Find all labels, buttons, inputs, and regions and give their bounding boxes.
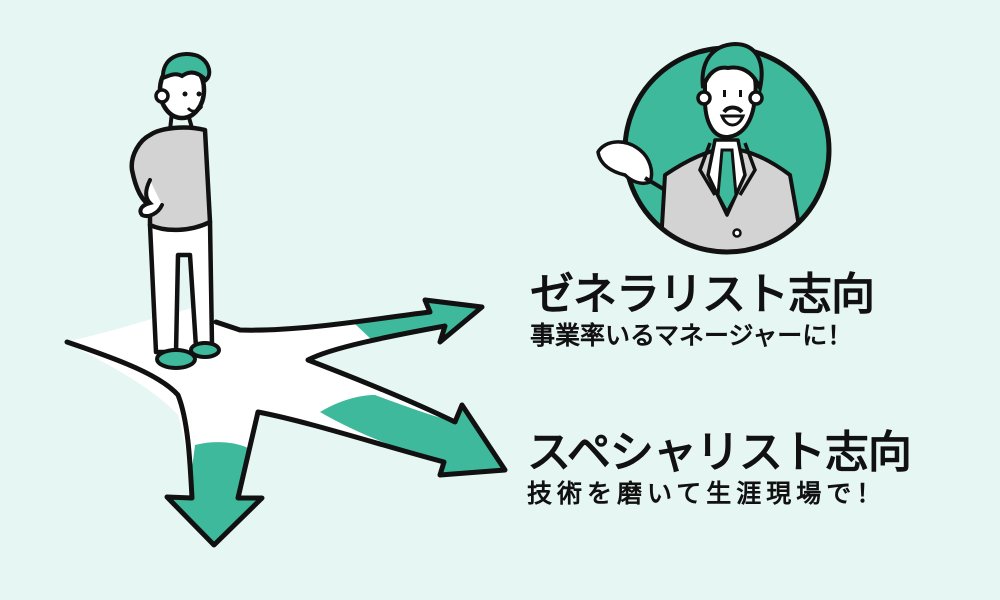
specialist-subtitle: 技術を磨いて生涯現場で！ xyxy=(527,479,887,508)
manager-portrait-illustration xyxy=(596,41,832,255)
crossroads-arrows-illustration xyxy=(64,297,508,548)
standing-person-illustration xyxy=(129,52,221,370)
generalist-subtitle: 事業率いるマネージャーに！ xyxy=(530,321,853,350)
generalist-label: ゼネラリスト志向 事業率いるマネージャーに！ xyxy=(530,269,875,352)
specialist-label: スペシャリスト志向 技術を磨いて生涯現場で！ xyxy=(527,427,912,510)
generalist-title: ゼネラリスト志向 xyxy=(530,269,875,320)
specialist-title: スペシャリスト志向 xyxy=(527,427,912,478)
